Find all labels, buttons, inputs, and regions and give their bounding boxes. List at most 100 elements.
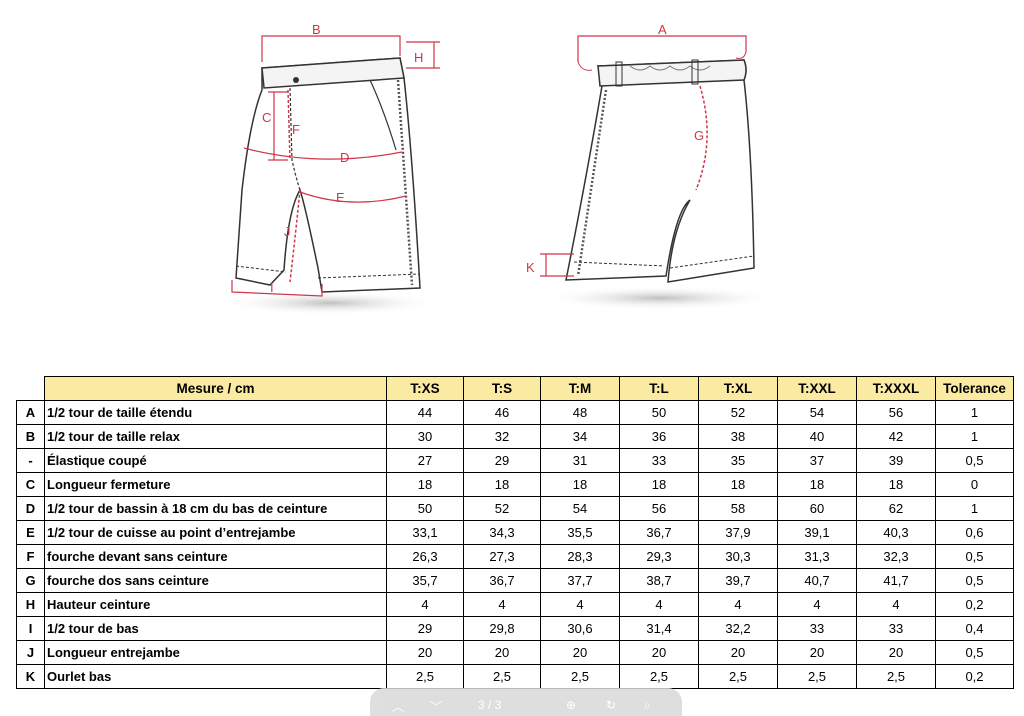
row-value: 39,1 — [777, 520, 857, 545]
page-indicator: 3 / 3 — [478, 698, 502, 712]
row-label: Longueur entrejambe — [44, 640, 387, 665]
zoom-in-icon[interactable]: ⊕ — [566, 698, 577, 712]
row-value: 4 — [386, 592, 464, 617]
chevron-down-icon[interactable]: ﹀ — [430, 700, 443, 714]
row-value: 18 — [698, 472, 778, 497]
row-value: 18 — [777, 472, 857, 497]
row-value: 35,5 — [540, 520, 620, 545]
row-value: 0,5 — [935, 448, 1014, 473]
front-view: B H C F D E J I — [220, 22, 440, 315]
row-code: D — [16, 496, 45, 521]
row-value: 52 — [463, 496, 541, 521]
row-value: 38,7 — [619, 568, 699, 593]
row-value: 2,5 — [540, 664, 620, 689]
corner-cell — [16, 376, 45, 401]
row-value: 18 — [386, 472, 464, 497]
row-value: 20 — [698, 640, 778, 665]
row-value: 35 — [698, 448, 778, 473]
col-header: T:XXL — [777, 376, 857, 401]
row-value: 58 — [698, 496, 778, 521]
row-value: 29 — [386, 616, 464, 641]
row-value: 1 — [935, 424, 1014, 449]
row-value: 62 — [856, 496, 936, 521]
row-value: 56 — [856, 400, 936, 425]
row-value: 35,7 — [386, 568, 464, 593]
row-code: K — [16, 664, 45, 689]
row-code: F — [16, 544, 45, 569]
row-value: 39 — [856, 448, 936, 473]
row-value: 32,3 — [856, 544, 936, 569]
row-value: 52 — [698, 400, 778, 425]
row-value: 2,5 — [777, 664, 857, 689]
row-label: Élastique coupé — [44, 448, 387, 473]
row-value: 34 — [540, 424, 620, 449]
row-value: 20 — [540, 640, 620, 665]
row-value: 40,3 — [856, 520, 936, 545]
row-value: 0,2 — [935, 664, 1014, 689]
row-value: 0,5 — [935, 640, 1014, 665]
search-icon[interactable]: ⌕ — [644, 698, 651, 712]
row-value: 41,7 — [856, 568, 936, 593]
row-value: 4 — [619, 592, 699, 617]
row-value: 37 — [777, 448, 857, 473]
row-value: 0,4 — [935, 616, 1014, 641]
row-value: 31,4 — [619, 616, 699, 641]
row-code: E — [16, 520, 45, 545]
row-value: 4 — [777, 592, 857, 617]
row-value: 0,5 — [935, 568, 1014, 593]
row-value: 30,6 — [540, 616, 620, 641]
pdf-viewer-toolbar[interactable]: ︿ ﹀ 3 / 3 ⊕ ↻ ⌕ — [370, 688, 682, 716]
row-value: 2,5 — [619, 664, 699, 689]
row-value: 4 — [463, 592, 541, 617]
chevron-up-icon[interactable]: ︿ — [392, 700, 405, 714]
row-label: 1/2 tour de cuisse au point d’entrejambe — [44, 520, 387, 545]
row-code: - — [16, 448, 45, 473]
row-value: 28,3 — [540, 544, 620, 569]
row-value: 27 — [386, 448, 464, 473]
row-value: 30 — [386, 424, 464, 449]
row-label: 1/2 tour de taille étendu — [44, 400, 387, 425]
row-value: 20 — [386, 640, 464, 665]
row-value: 33 — [619, 448, 699, 473]
row-code: J — [16, 640, 45, 665]
rotate-icon[interactable]: ↻ — [606, 698, 617, 712]
row-value: 0 — [935, 472, 1014, 497]
row-value: 18 — [463, 472, 541, 497]
col-header: T:XL — [698, 376, 778, 401]
row-value: 44 — [386, 400, 464, 425]
row-value: 27,3 — [463, 544, 541, 569]
row-value: 36,7 — [463, 568, 541, 593]
dim-label-b: B — [312, 22, 321, 37]
row-value: 32,2 — [698, 616, 778, 641]
row-value: 0,5 — [935, 544, 1014, 569]
row-value: 26,3 — [386, 544, 464, 569]
row-value: 36,7 — [619, 520, 699, 545]
dim-label-f: F — [292, 122, 300, 137]
dim-label-a: A — [658, 22, 667, 37]
row-value: 39,7 — [698, 568, 778, 593]
row-value: 29 — [463, 448, 541, 473]
row-value: 4 — [856, 592, 936, 617]
row-value: 56 — [619, 496, 699, 521]
row-value: 2,5 — [463, 664, 541, 689]
dim-label-e: E — [336, 190, 345, 205]
row-code: B — [16, 424, 45, 449]
row-value: 31 — [540, 448, 620, 473]
row-value: 40,7 — [777, 568, 857, 593]
row-value: 0,6 — [935, 520, 1014, 545]
col-header: T:M — [540, 376, 620, 401]
row-code: C — [16, 472, 45, 497]
row-value: 33 — [856, 616, 936, 641]
row-value: 54 — [777, 400, 857, 425]
row-value: 32 — [463, 424, 541, 449]
row-label: Longueur fermeture — [44, 472, 387, 497]
shorts-technical-drawing: B H C F D E J I G — [220, 22, 780, 315]
